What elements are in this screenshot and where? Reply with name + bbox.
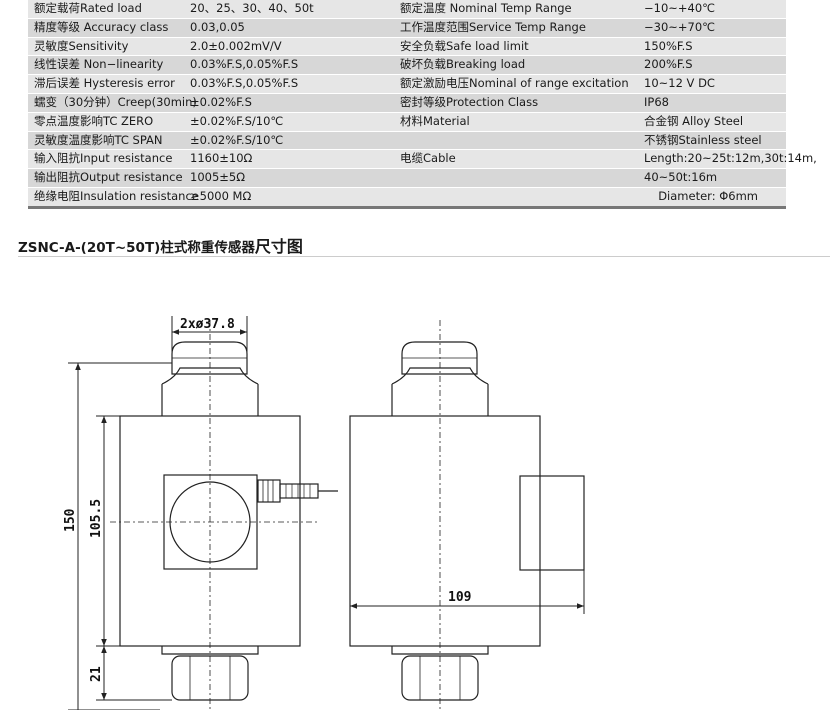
section-title-suffix: 尺寸图: [254, 237, 303, 256]
spec-label: 滞后误差 Hysteresis error: [28, 74, 184, 94]
spec-label-2: 破坏负载Breaking load: [394, 55, 638, 76]
side-view: [349, 320, 585, 710]
spec-value: 0.03%F.S,0.05%F.S: [184, 55, 394, 76]
dim-body-width: 109: [350, 570, 585, 614]
spec-value-2: Diameter: Φ6mm: [638, 187, 786, 209]
spec-label-2: 额定温度 Nominal Temp Range: [394, 0, 638, 19]
spec-label: 灵敏度Sensitivity: [28, 37, 184, 57]
section-title: ZSNC-A-(20T~50T)柱式称重传感器尺寸图: [18, 233, 303, 257]
body-height-label: 105.5: [89, 499, 104, 538]
spec-label-2: 安全负载Safe load limit: [394, 37, 638, 57]
spec-value: 0.03%F.S,0.05%F.S: [184, 74, 394, 94]
spec-value: ±0.02%F.S/10℃: [184, 112, 394, 132]
spec-value: ±0.02%F.S/10℃: [184, 131, 394, 151]
cable-gland: [257, 479, 281, 503]
spec-row: 绝缘电阻Insulation resistance≥5000 MΩ Diamete…: [28, 187, 786, 209]
dim-total-height: 150: [63, 362, 172, 710]
spec-label-2: [394, 187, 638, 209]
spec-label: 蠕变（30分钟）Creep(30min): [28, 93, 197, 113]
spec-value-2: 150%F.S: [638, 37, 786, 57]
dim-body-height: 105.5: [89, 415, 120, 647]
total-height-label: 150: [63, 508, 78, 532]
spec-label: 额定载荷Rated load: [28, 0, 184, 19]
spec-value-2: Length:20~25t:12m,30t:14m,: [638, 149, 817, 170]
spec-value-2: −10~+40℃: [638, 0, 786, 19]
junction-box: [163, 474, 258, 570]
dim-bottom-height: 21: [89, 646, 172, 701]
spec-value: 2.0±0.002mV/V: [184, 37, 394, 57]
spec-label: 输出阻抗Output resistance: [28, 168, 184, 188]
spec-label-2: [394, 131, 638, 151]
spec-value-2: IP68: [638, 93, 786, 113]
dim-top-diameter: 2xø37.8: [171, 316, 248, 362]
spec-value: ≥5000 MΩ: [184, 187, 394, 209]
top-diameter-label: 2xø37.8: [180, 317, 235, 332]
spec-label: 精度等级 Accuracy class: [28, 18, 184, 38]
body-width-label: 109: [448, 590, 471, 605]
spec-row: 灵敏度温度影响TC SPAN±0.02%F.S/10℃ 不锈钢Stainless …: [28, 131, 786, 151]
spec-label: 绝缘电阻Insulation resistance: [28, 187, 199, 209]
spec-value: 1005±5Ω: [184, 168, 394, 188]
spec-value: 1160±10Ω: [184, 149, 394, 170]
spec-label-2: 电缆Cable: [394, 149, 638, 170]
spec-label-2: 额定激励电压Nominal of range excitation: [394, 74, 638, 94]
spec-label-2: [394, 168, 638, 188]
spec-value-2: 合金钢 Alloy Steel: [638, 112, 786, 132]
spec-value: ±0.02%F.S: [184, 93, 394, 113]
spec-value-2: −30~+70℃: [638, 18, 786, 38]
spec-label: 输入阻抗Input resistance: [28, 149, 184, 170]
spec-label: 零点温度影响TC ZERO: [28, 112, 184, 132]
side-top-dome: [401, 341, 478, 375]
section-title-main: ZSNC-A-(20T~50T)柱式称重传感器: [18, 240, 255, 256]
title-divider: [18, 256, 830, 257]
spec-label-2: 材料Material: [394, 112, 638, 132]
dimension-drawing: 2xø37.8 150 105.5 21 109: [63, 316, 585, 710]
bottom-nut: [161, 646, 259, 655]
spec-value-2: 200%F.S: [638, 55, 786, 76]
spec-label: 灵敏度温度影响TC SPAN: [28, 131, 184, 151]
bottom-height-label: 21: [89, 666, 104, 682]
front-view: [110, 320, 338, 710]
side-body-outline: [349, 415, 541, 647]
spec-value-2: 不锈钢Stainless steel: [638, 131, 786, 151]
spec-label-2: 工作温度范围Service Temp Range: [394, 18, 638, 38]
spec-value: 0.03,0.05: [184, 18, 394, 38]
spec-label-2: 密封等级Protection Class: [394, 93, 638, 113]
spec-value-2: 40~50t:16m: [638, 168, 786, 188]
spec-value: 20、25、30、40、50t: [184, 0, 394, 19]
side-junction-box: [519, 475, 585, 571]
spec-label: 线性误差 Non−linearity: [28, 55, 184, 76]
spec-value-2: 10~12 V DC: [638, 74, 786, 94]
